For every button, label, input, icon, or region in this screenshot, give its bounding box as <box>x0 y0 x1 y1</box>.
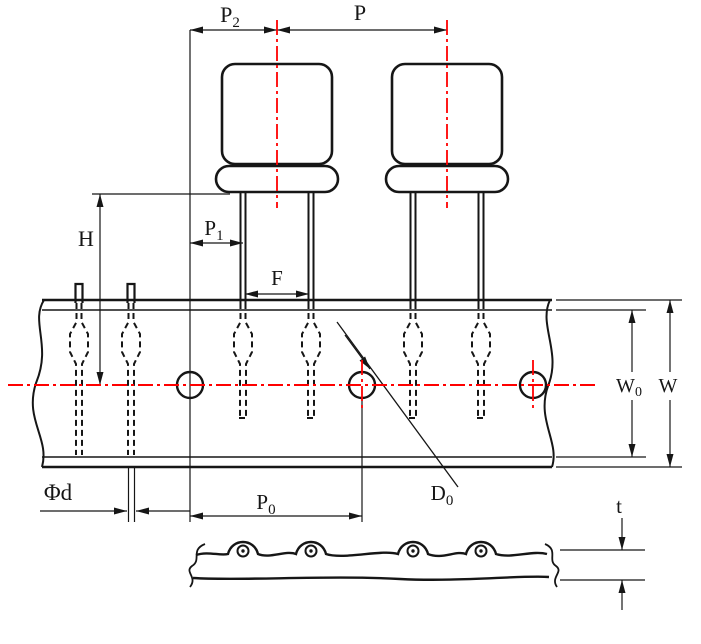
crimped-leads-hidden <box>69 303 491 455</box>
cut-lead-stubs <box>74 282 136 303</box>
tape-torn-edge-left <box>31 299 45 468</box>
label-d0: D0 <box>431 481 454 509</box>
tape-side-view <box>188 540 560 588</box>
label-p: P <box>354 0 366 25</box>
label-p0: P0 <box>256 490 275 518</box>
carrier-tape <box>31 298 555 469</box>
capacitor-2-base <box>384 164 510 194</box>
label-h: H <box>78 226 94 251</box>
dimension-lines <box>40 26 682 610</box>
capacitor-2-leads <box>409 192 485 303</box>
leader-d0-arrow <box>344 334 371 370</box>
side-view-break-right <box>544 543 560 588</box>
label-w0: W0 <box>616 375 642 400</box>
label-f: F <box>271 266 283 290</box>
capacitor-1-base <box>214 164 340 194</box>
centerlines <box>8 20 598 410</box>
dimension-labels: P2 P P1 F H W0 W Φd P0 D0 t <box>44 0 678 518</box>
label-p1: P1 <box>204 216 223 244</box>
label-phi-d: Φd <box>44 480 73 505</box>
lead-stub-left <box>74 282 84 303</box>
label-w: W <box>659 375 678 397</box>
side-view-break-left <box>188 543 206 588</box>
capacitor-1-leads <box>239 192 315 303</box>
lead-stub-right <box>126 282 136 303</box>
side-view-top-profile <box>195 540 548 558</box>
label-t: t <box>616 494 622 518</box>
side-view-bottom-line <box>192 575 550 581</box>
leader-d0-line <box>336 321 459 488</box>
lead-cross-sections <box>236 544 488 558</box>
label-p2: P2 <box>220 2 240 31</box>
